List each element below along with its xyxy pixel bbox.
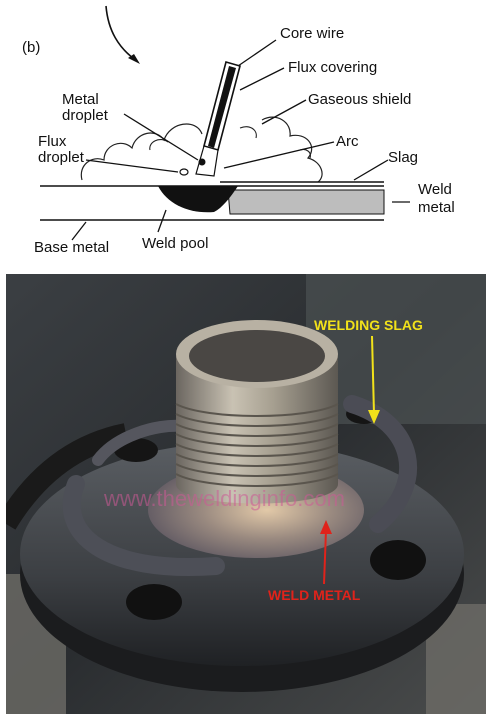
- label-weld-metal: WELD METAL: [268, 587, 361, 603]
- weld-process-diagram: (b) Core wire Fl: [0, 0, 492, 268]
- leader-metal-droplet: [123, 113, 199, 161]
- label-flux-droplet-1: Flux: [38, 133, 67, 150]
- core-wire: [208, 66, 236, 148]
- leader-base-metal: [71, 221, 87, 241]
- bolt-hole: [370, 540, 426, 580]
- slag-curl-top: [92, 419, 188, 466]
- arc-cone: [195, 145, 219, 177]
- gaseous-shield-cloud: [80, 116, 323, 183]
- metal-droplet: [198, 158, 206, 166]
- label-base-metal: Base metal: [34, 239, 109, 256]
- photo-svg: www.theweldinginfo.com WELDING SLAG WELD…: [6, 274, 486, 714]
- travel-direction-arrow: [105, 5, 139, 63]
- leader-arc: [223, 141, 335, 169]
- label-metal-droplet-1: Metal: [62, 91, 99, 108]
- panel-label: (b): [22, 39, 40, 56]
- weld-metal-pointer: [323, 529, 327, 585]
- travel-direction-arrowhead: [128, 54, 140, 64]
- label-gaseous-shield: Gaseous shield: [308, 91, 411, 108]
- bolt-hole: [126, 584, 182, 620]
- watermark-text: www.theweldinginfo.com: [103, 486, 345, 511]
- flux-droplet: [179, 168, 189, 176]
- welding-slag-pointer: [371, 335, 375, 415]
- leader-gaseous-shield: [261, 99, 307, 125]
- pipe-threads: [175, 403, 339, 487]
- label-weld-metal-2: metal: [418, 199, 455, 216]
- leader-flux-droplet: [85, 159, 179, 173]
- welding-slag-pointer-head: [368, 410, 380, 424]
- label-flux-droplet-2: droplet: [38, 149, 85, 166]
- label-metal-droplet-2: droplet: [62, 107, 109, 124]
- weld-metal-bead: [227, 189, 385, 215]
- label-weld-pool: Weld pool: [142, 235, 208, 252]
- pipe-bore: [189, 330, 325, 382]
- label-slag: Slag: [388, 149, 418, 166]
- pipe-body: [176, 354, 338, 504]
- slag-curl-left: [62, 475, 225, 576]
- leader-flux-covering: [239, 67, 285, 91]
- welded-flange-photo: www.theweldinginfo.com WELDING SLAG WELD…: [6, 274, 486, 714]
- label-arc: Arc: [336, 133, 359, 150]
- label-welding-slag: WELDING SLAG: [314, 317, 423, 333]
- leader-weld-pool: [157, 209, 167, 233]
- weld-pool-shape: [158, 186, 238, 213]
- leader-core-wire: [237, 39, 277, 67]
- weld-metal-pointer-head: [320, 520, 332, 534]
- label-flux-covering: Flux covering: [288, 59, 377, 76]
- diagram-svg: (b) Core wire Fl: [22, 5, 455, 256]
- welding-cable: [6, 423, 129, 530]
- label-core-wire: Core wire: [280, 25, 344, 42]
- leader-slag: [353, 159, 389, 181]
- label-weld-metal-1: Weld: [418, 181, 452, 198]
